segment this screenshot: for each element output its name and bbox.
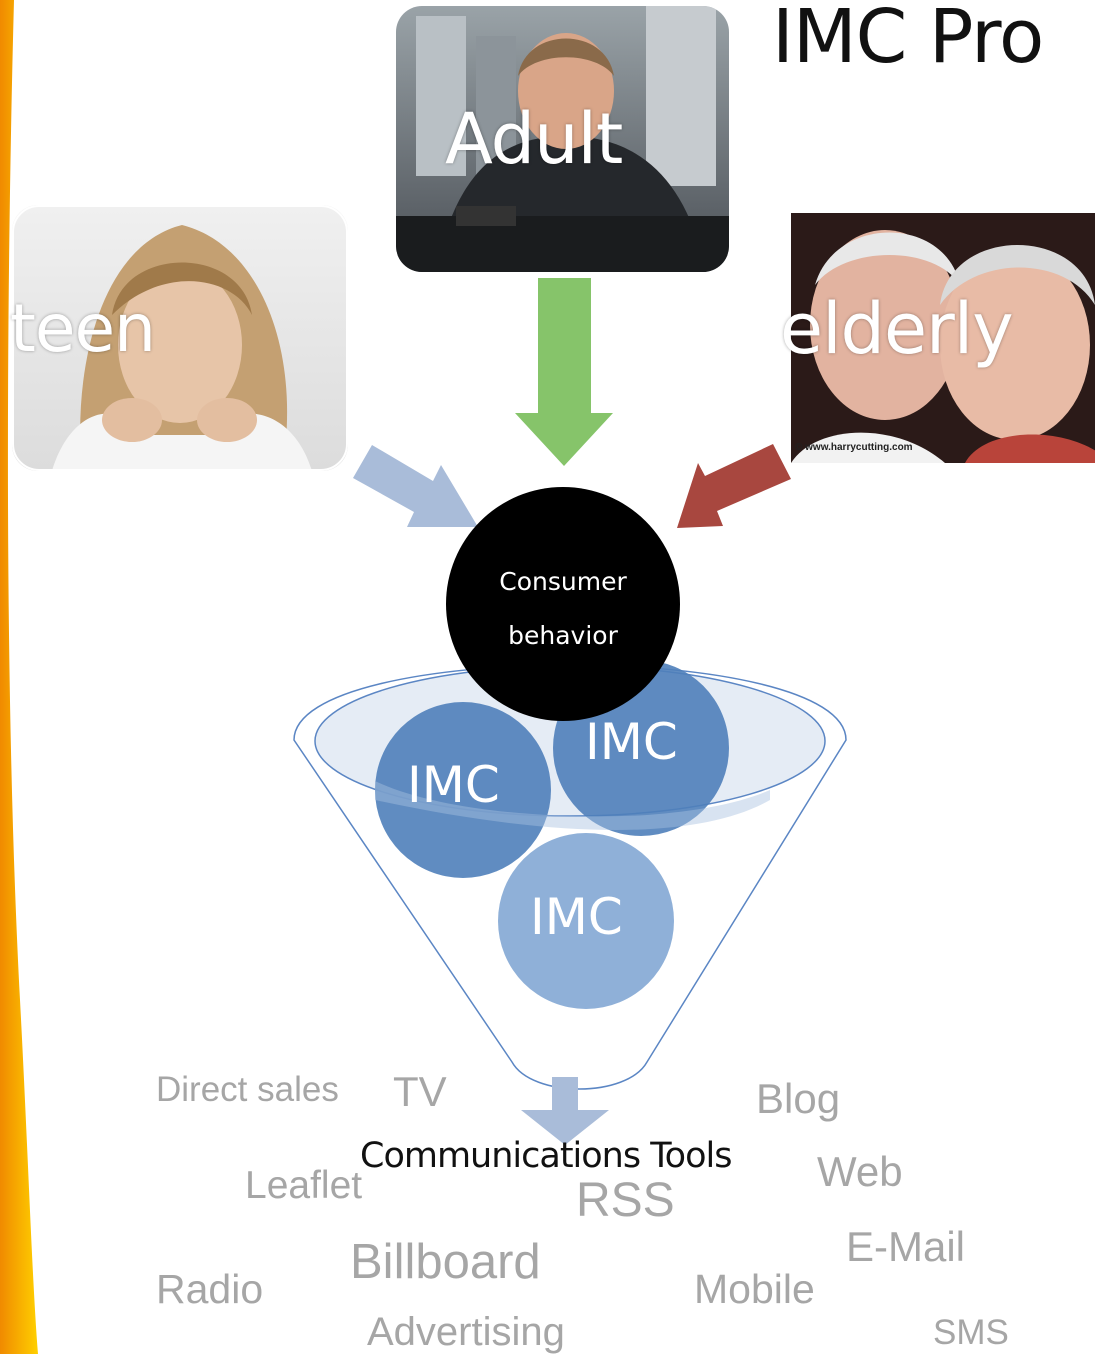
photo-credit: © www.harrycutting.com [795, 442, 913, 453]
tool-rss: RSS [576, 1174, 675, 1227]
tool-leaflet: Leaflet [245, 1164, 363, 1207]
tool-sms: SMS [933, 1313, 1009, 1352]
elderly-photo [775, 205, 1095, 477]
tool-blog: Blog [756, 1075, 841, 1122]
tool-direct-sales: Direct sales [156, 1070, 339, 1109]
elderly-arrow [677, 444, 791, 528]
tool-tv: TV [393, 1068, 447, 1115]
imc-label-left: IMC [407, 756, 500, 814]
teen-photo [12, 205, 348, 471]
tools-arrow [521, 1077, 609, 1145]
adult-arrow [515, 278, 613, 466]
slide-title: IMC Pro [772, 0, 1044, 80]
rim-front-overlay [375, 781, 770, 830]
teen-arrow [353, 445, 478, 527]
imc-circle-left [375, 702, 551, 878]
tool-advertising: Advertising [367, 1310, 565, 1354]
consumer-line-1: Consumer [499, 567, 627, 596]
tool-mobile: Mobile [694, 1266, 815, 1312]
adult-label: Adult [445, 98, 623, 180]
imc-label-right: IMC [585, 713, 678, 771]
consumer-behavior-label: Consumer behavior [446, 555, 680, 663]
elderly-label: elderly [780, 288, 1014, 370]
communications-tools-label: Communications Tools [360, 1136, 732, 1176]
tool-billboard: Billboard [350, 1235, 541, 1289]
tool-web: Web [817, 1148, 903, 1195]
adult-photo [396, 6, 729, 272]
teen-label: teen [10, 290, 156, 367]
tool-radio: Radio [156, 1266, 264, 1312]
imc-label-bottom: IMC [530, 888, 623, 946]
tool-email: E-Mail [846, 1223, 966, 1270]
imc-circle-bottom [498, 833, 674, 1009]
consumer-line-2: behavior [508, 621, 618, 650]
consumer-behavior-circle [446, 487, 680, 721]
